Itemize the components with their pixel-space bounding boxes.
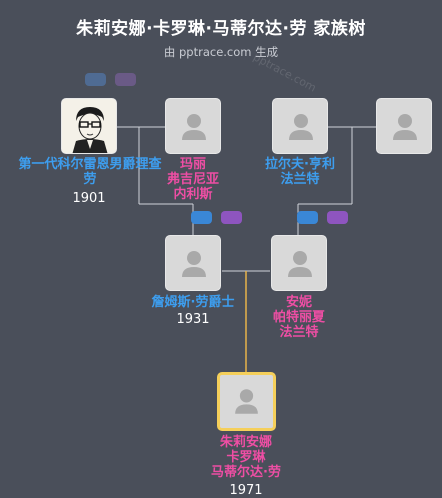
person-placeholder-icon (182, 251, 206, 277)
sketch-portrait-icon (62, 99, 116, 153)
expand-mother-toggle-p5[interactable] (221, 211, 242, 224)
person-card-p7-focus[interactable] (217, 372, 276, 431)
expand-father-toggle-p6[interactable] (297, 211, 318, 224)
person-card-p6[interactable] (271, 235, 327, 291)
person-name-p6: 安妮 帕特丽夏 法兰特 (272, 295, 325, 340)
expand-father-toggle-p5[interactable] (191, 211, 212, 224)
person-card-p4[interactable] (376, 98, 432, 154)
expand-mother-toggle-p1[interactable] (115, 73, 136, 86)
person-placeholder-icon (289, 114, 313, 140)
person-placeholder-icon (288, 251, 312, 277)
expand-mother-toggle-p6[interactable] (327, 211, 348, 224)
page-subtitle: 由 pptrace.com 生成 (163, 45, 279, 59)
person-name-p1: 第一代科尔雷恩男爵理查 劳 (18, 157, 162, 187)
person-card-p2[interactable] (165, 98, 221, 154)
person-placeholder-icon (182, 114, 206, 140)
person-card-p3[interactable] (272, 98, 328, 154)
page-title: 朱莉安娜·卡罗琳·马蒂尔达·劳 家族树 (76, 19, 366, 39)
person-card-p1[interactable] (61, 98, 117, 154)
person-placeholder-icon (235, 389, 258, 414)
person-year-p7: 1971 (229, 483, 263, 498)
person-card-p5[interactable] (165, 235, 221, 291)
person-year-p5: 1931 (176, 312, 210, 327)
person-placeholder-icon (393, 114, 417, 140)
expand-father-toggle-p1[interactable] (85, 73, 106, 86)
person-name-p5: 詹姆斯·劳爵士 (151, 295, 235, 310)
person-name-p2: 玛丽 弗吉尼亚 内利斯 (166, 157, 219, 202)
person-year-p1: 1901 (72, 191, 106, 206)
person-name-p3: 拉尔夫·亨利 法兰特 (265, 157, 335, 187)
person-name-p7: 朱莉安娜 卡罗琳 马蒂尔达·劳 (211, 435, 281, 480)
